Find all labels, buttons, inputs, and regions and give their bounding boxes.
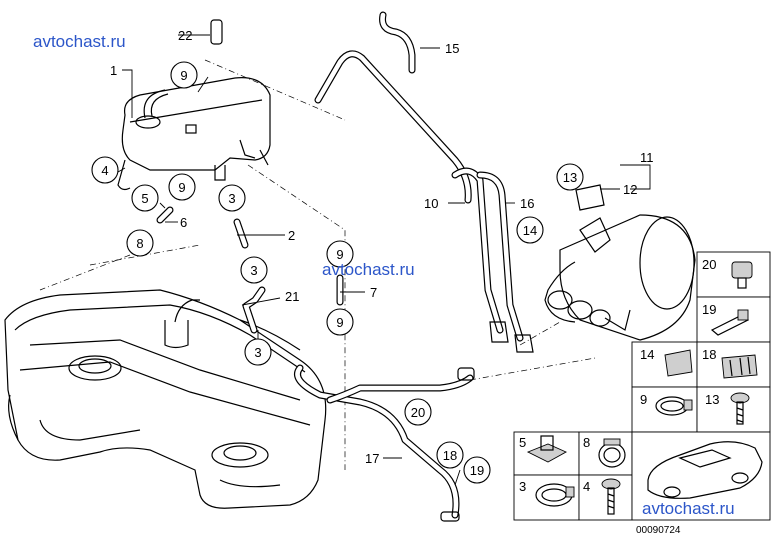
legend-label-14: 14 [640, 347, 654, 362]
holder-icon-18 [721, 354, 758, 379]
fuel-line-17 [294, 364, 475, 522]
callout-circle-19 [463, 456, 491, 484]
small-hoses [156, 206, 344, 334]
legend-cell-4 [578, 474, 633, 521]
callout-9d: 9 [336, 315, 343, 330]
callout-circle-14 [516, 216, 544, 244]
legend-cell-13 [696, 386, 771, 433]
callout-3c: 3 [254, 345, 261, 360]
callout-22: 22 [178, 28, 192, 43]
callout-circle-9a [170, 61, 198, 89]
hose-15 [379, 11, 416, 74]
vehicle-silhouette-icon [647, 441, 763, 499]
fuel-tank [4, 289, 327, 509]
callout-circle-8 [126, 229, 154, 257]
callout-21: 21 [285, 289, 299, 304]
carbon-canister [544, 184, 696, 341]
breather-pipe [314, 50, 472, 204]
callout-circle-5 [131, 184, 159, 212]
bolt-icon-4 [601, 478, 621, 515]
callout-13: 13 [563, 170, 577, 185]
callout-19: 19 [470, 463, 484, 478]
legend-label-3: 3 [519, 479, 526, 494]
legend-cell-3 [513, 474, 580, 521]
callout-7: 7 [370, 285, 377, 300]
callout-circle-18 [436, 441, 464, 469]
clip-icon-20 [731, 261, 753, 289]
callout-2: 2 [288, 228, 295, 243]
nut-icon-5 [526, 435, 568, 463]
legend-label-19: 19 [702, 302, 716, 317]
callout-circle-4 [91, 156, 119, 184]
callout-1: 1 [110, 63, 117, 78]
callout-9c: 9 [336, 247, 343, 262]
callout-4: 4 [101, 163, 108, 178]
hose-clamp-icon-9 [655, 396, 693, 416]
holder-icon-14 [664, 349, 693, 377]
callout-9b: 9 [178, 180, 185, 195]
watermark-top-left: avtochast.ru [33, 32, 126, 51]
callout-3a: 3 [228, 191, 235, 206]
reference-lines [39, 59, 596, 470]
diagram-code: 00090724 [636, 525, 681, 536]
callout-8: 8 [136, 236, 143, 251]
legend-grid: 20 19 14 18 9 13 5 8 3 4 [513, 251, 771, 521]
legend-label-5: 5 [519, 435, 526, 450]
legend-cell-5 [513, 431, 580, 476]
callout-15: 15 [445, 41, 459, 56]
callout-17: 17 [365, 451, 379, 466]
callout-11: 11 [640, 150, 654, 165]
callout-circle-3a [218, 184, 246, 212]
hoses-10-16 [451, 167, 534, 353]
callout-20: 20 [411, 405, 425, 420]
watermark-center: avtochast.ru [322, 260, 415, 279]
callout-9a: 9 [180, 68, 187, 83]
callout-circle-13 [556, 163, 584, 191]
callout-5: 5 [141, 191, 148, 206]
callout-circle-3c [244, 338, 272, 366]
legend-label-20: 20 [702, 257, 716, 272]
callout-circle-3b [240, 256, 268, 284]
callout-14: 14 [523, 223, 537, 238]
legend-label-8: 8 [583, 435, 590, 450]
callout-circles [91, 61, 584, 484]
callout-circle-9c [326, 240, 354, 268]
callout-16: 16 [520, 196, 534, 211]
callout-12: 12 [623, 182, 637, 197]
legend-label-13: 13 [705, 392, 719, 407]
callout-3b: 3 [250, 263, 257, 278]
leader-lines [117, 34, 651, 486]
bolt-icon-13 [730, 392, 750, 425]
hose-clamp-icon-3 [535, 483, 575, 507]
callout-circle-20 [404, 398, 432, 426]
callout-6: 6 [180, 215, 187, 230]
hose-22 [210, 19, 223, 45]
legend-label-4: 4 [583, 479, 590, 494]
expansion-tank [117, 77, 271, 191]
bracket-icon-19 [710, 309, 750, 336]
legend-label-18: 18 [702, 347, 716, 362]
clamp-icon-8 [598, 438, 626, 468]
callout-18: 18 [443, 448, 457, 463]
callout-circle-9b [168, 173, 196, 201]
watermark-bottom-right: avtochast.ru [642, 499, 735, 518]
callout-10: 10 [424, 196, 438, 211]
legend-label-9: 9 [640, 392, 647, 407]
callout-labels: 22 1 9 4 5 9 6 8 3 2 3 21 3 15 9 7 9 10 … [101, 28, 653, 478]
callout-circle-9d [326, 308, 354, 336]
